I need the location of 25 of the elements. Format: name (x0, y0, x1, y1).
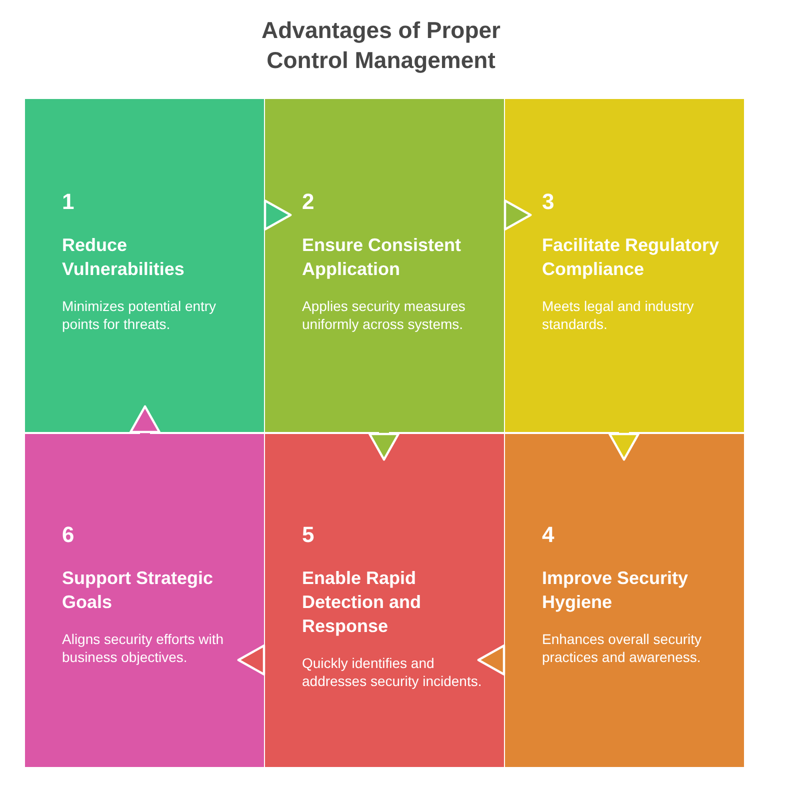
step-heading: Ensure Consistent Application (302, 234, 462, 281)
step-description: Meets legal and industry standards. (542, 297, 695, 333)
step-number: 1 (62, 189, 76, 215)
step-description: Quickly identifies and addresses security incidents. (302, 654, 483, 690)
step-box (25, 99, 264, 432)
step-number: 4 (542, 522, 556, 548)
step-heading: Facilitate Regulatory Compliance (542, 234, 720, 281)
step-heading: Support Strategic Goals (62, 567, 214, 614)
step-description: Aligns security efforts with business objectives. (62, 630, 225, 666)
step-heading: Reduce Vulnerabilities (62, 234, 186, 281)
step-number: 5 (302, 522, 316, 548)
step-number: 2 (302, 189, 316, 215)
step-number: 3 (542, 189, 556, 215)
step-number: 6 (62, 522, 76, 548)
step-box (505, 99, 744, 432)
step-box (25, 434, 264, 767)
step-description: Applies security measures uniformly across systems. (302, 297, 466, 333)
step-heading: Improve Security Hygiene (542, 567, 690, 614)
step-description: Minimizes potential entry points for threats. (62, 297, 218, 333)
step-heading: Enable Rapid Detection and Response (302, 567, 422, 638)
step-box (505, 434, 744, 767)
title: Advantages of Proper Control Management (260, 16, 502, 75)
step-box (265, 99, 504, 432)
step-box (265, 434, 504, 767)
step-description: Enhances overall security practices and awareness. (542, 630, 703, 666)
